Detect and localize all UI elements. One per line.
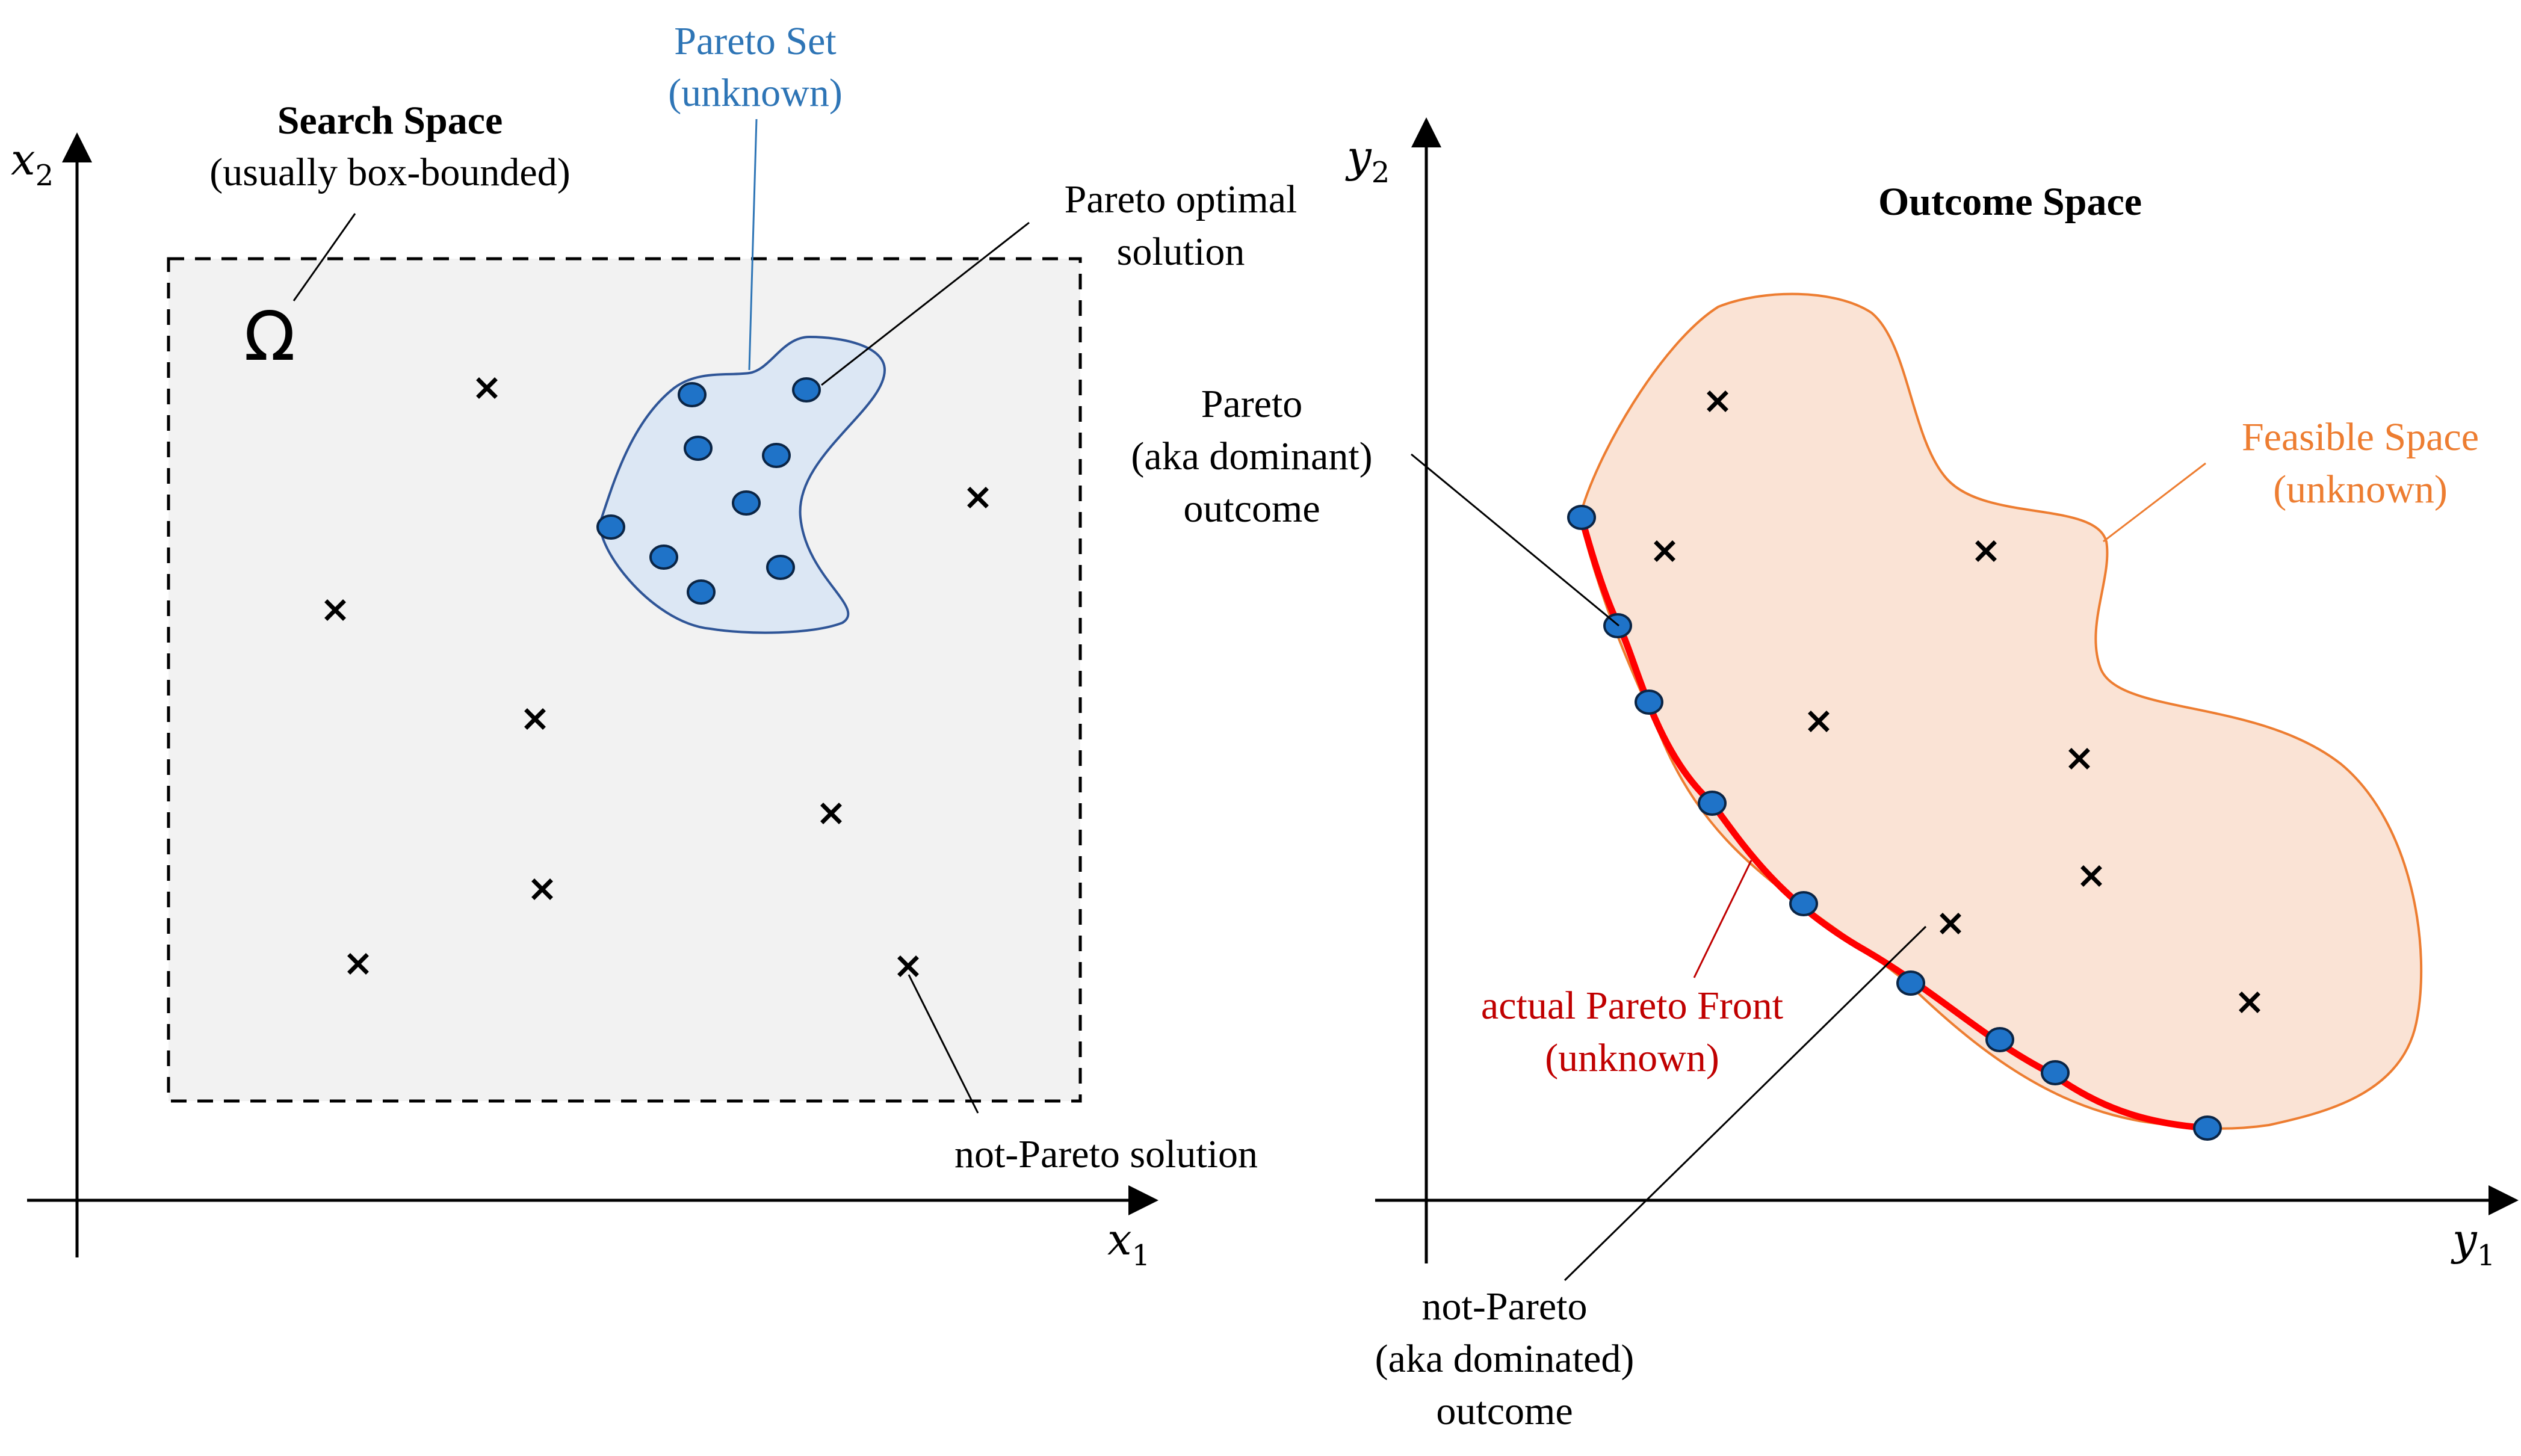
- pareto-outcome-point: [1567, 505, 1596, 530]
- x-mark: [967, 487, 989, 508]
- pareto-dominant-label: (aka dominant): [1131, 434, 1372, 478]
- pareto-set-label: Pareto Set: [674, 19, 836, 63]
- pareto-point: [678, 382, 707, 407]
- x-mark: [476, 377, 498, 399]
- pareto-front-unknown-label: (unknown): [1545, 1036, 1719, 1080]
- search-space-box: [167, 257, 1082, 1103]
- x-mark: [1940, 913, 1961, 934]
- pareto-front-callout: [1693, 860, 1752, 978]
- pareto-point: [596, 514, 625, 540]
- y2-axis-label: y2: [1345, 131, 1390, 190]
- y1-axis-label: y1: [2451, 1214, 2495, 1272]
- pareto-outcome-point: [1985, 1027, 2014, 1052]
- x-mark: [1654, 540, 1675, 562]
- x-mark: [1808, 711, 1830, 732]
- pareto-outcome-point: [1635, 689, 1663, 715]
- dominated-outcome-callout: [1564, 925, 1927, 1282]
- search-space-title: Search Space: [277, 99, 503, 143]
- feasible-space-callout: [2103, 462, 2206, 543]
- x-mark: [2080, 865, 2102, 887]
- x-mark: [347, 953, 369, 975]
- right-panel: Outcome Space Pareto (aka dominant) outc…: [1131, 117, 2519, 1433]
- not-pareto-solutions: [324, 377, 989, 977]
- x-mark: [2239, 992, 2260, 1013]
- pareto-outcome-point: [1896, 970, 1925, 996]
- dominated-outcome-word-label: outcome: [1436, 1389, 1573, 1433]
- pareto-optimal-label: Pareto optimal: [1065, 177, 1298, 221]
- pareto-outcome-point: [1789, 891, 1818, 916]
- pareto-point: [766, 555, 795, 580]
- dominated-outcomes: [1654, 390, 2260, 1013]
- pareto-point: [649, 544, 678, 570]
- not-pareto-callout: [908, 974, 979, 1114]
- search-space-subtitle: (usually box-bounded): [209, 150, 570, 194]
- not-pareto-outcome-label: not-Pareto: [1422, 1285, 1588, 1328]
- search-space-callout: [292, 213, 356, 301]
- outcome-space-title: Outcome Space: [1878, 180, 2142, 224]
- x-mark: [820, 803, 842, 824]
- pareto-optimal-solution-label: solution: [1117, 230, 1245, 274]
- dominated-label: (aka dominated): [1375, 1337, 1635, 1381]
- pareto-outcome-word-label: outcome: [1183, 487, 1320, 531]
- pareto-outcome-point: [2041, 1060, 2070, 1085]
- x-mark: [524, 708, 546, 730]
- pareto-point: [732, 490, 761, 516]
- x-mark: [531, 878, 553, 900]
- pareto-set-unknown-label: (unknown): [668, 71, 843, 115]
- x-mark: [1707, 390, 1728, 412]
- x-mark: [1975, 540, 1997, 562]
- feasible-space-label: Feasible Space: [2242, 415, 2479, 459]
- pareto-front-label: actual Pareto Front: [1481, 984, 1783, 1028]
- x-mark: [324, 599, 346, 621]
- pareto-optimal-points: [596, 377, 821, 605]
- x1-axis-label: x1: [1107, 1214, 1150, 1272]
- not-pareto-solution-label: not-Pareto solution: [954, 1132, 1258, 1176]
- pareto-outcome-label: Pareto: [1201, 382, 1303, 426]
- pareto-point: [687, 579, 716, 605]
- pareto-outcome-callout: [1411, 453, 1619, 627]
- omega-symbol: Ω: [244, 298, 295, 376]
- pareto-point: [792, 377, 821, 403]
- pareto-point: [684, 436, 713, 461]
- x2-axis-label: x2: [11, 134, 54, 193]
- pareto-outcome-point: [2193, 1115, 2222, 1141]
- pareto-optimal-callout: [821, 221, 1030, 386]
- feasible-space-unknown-label: (unknown): [2273, 467, 2448, 511]
- x-mark: [897, 955, 919, 977]
- x-mark: [2068, 748, 2090, 770]
- left-panel: Search Space (usually box-bounded) Ω Par…: [11, 19, 1297, 1272]
- pareto-set-callout: [748, 119, 758, 371]
- pareto-outcome-point: [1698, 791, 1727, 816]
- pareto-point: [762, 443, 791, 468]
